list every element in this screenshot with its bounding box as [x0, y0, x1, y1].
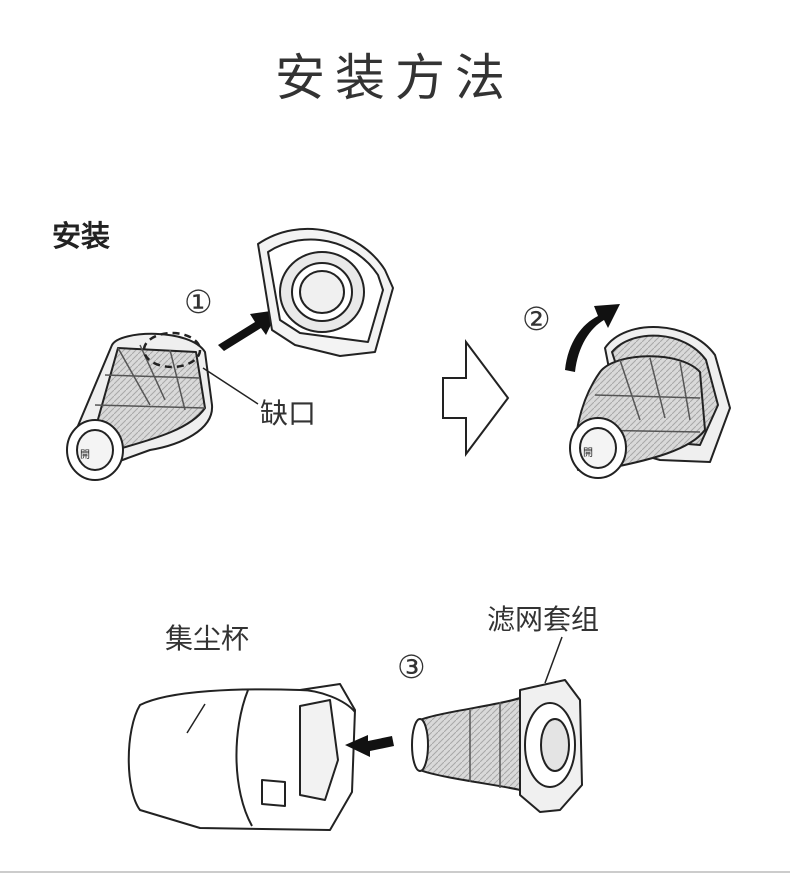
filter-open-text-1: 開 [80, 449, 90, 461]
filter-frame-step1 [257, 227, 394, 357]
push-arrow-icon [218, 310, 278, 351]
notch-leader-line [202, 367, 259, 405]
page-title: 安装方法 [275, 49, 515, 107]
section-label: 安装 [52, 219, 111, 253]
dust-cup-label: 集尘杯 [165, 622, 250, 655]
notch-highlight [142, 331, 202, 369]
dust-cup-leader-line [186, 703, 206, 734]
step-1-marker: ① [184, 283, 213, 321]
filter-assembled-step2: 開 [569, 326, 731, 479]
filter-set [411, 679, 583, 813]
rotate-arrow-icon [565, 304, 620, 372]
dust-cup [127, 683, 356, 831]
bottom-divider [0, 871, 790, 873]
filter-cone-step1: 開 [66, 332, 214, 481]
filter-open-text-2: 開 [583, 447, 593, 459]
insert-arrow-icon [345, 735, 394, 757]
step-2-marker: ② [522, 300, 551, 338]
next-step-arrow-icon [442, 339, 510, 457]
filter-set-leader-line [544, 636, 563, 684]
filter-set-label: 滤网套组 [487, 603, 600, 636]
step-3-marker: ③ [397, 648, 426, 686]
notch-label: 缺口 [260, 397, 317, 430]
